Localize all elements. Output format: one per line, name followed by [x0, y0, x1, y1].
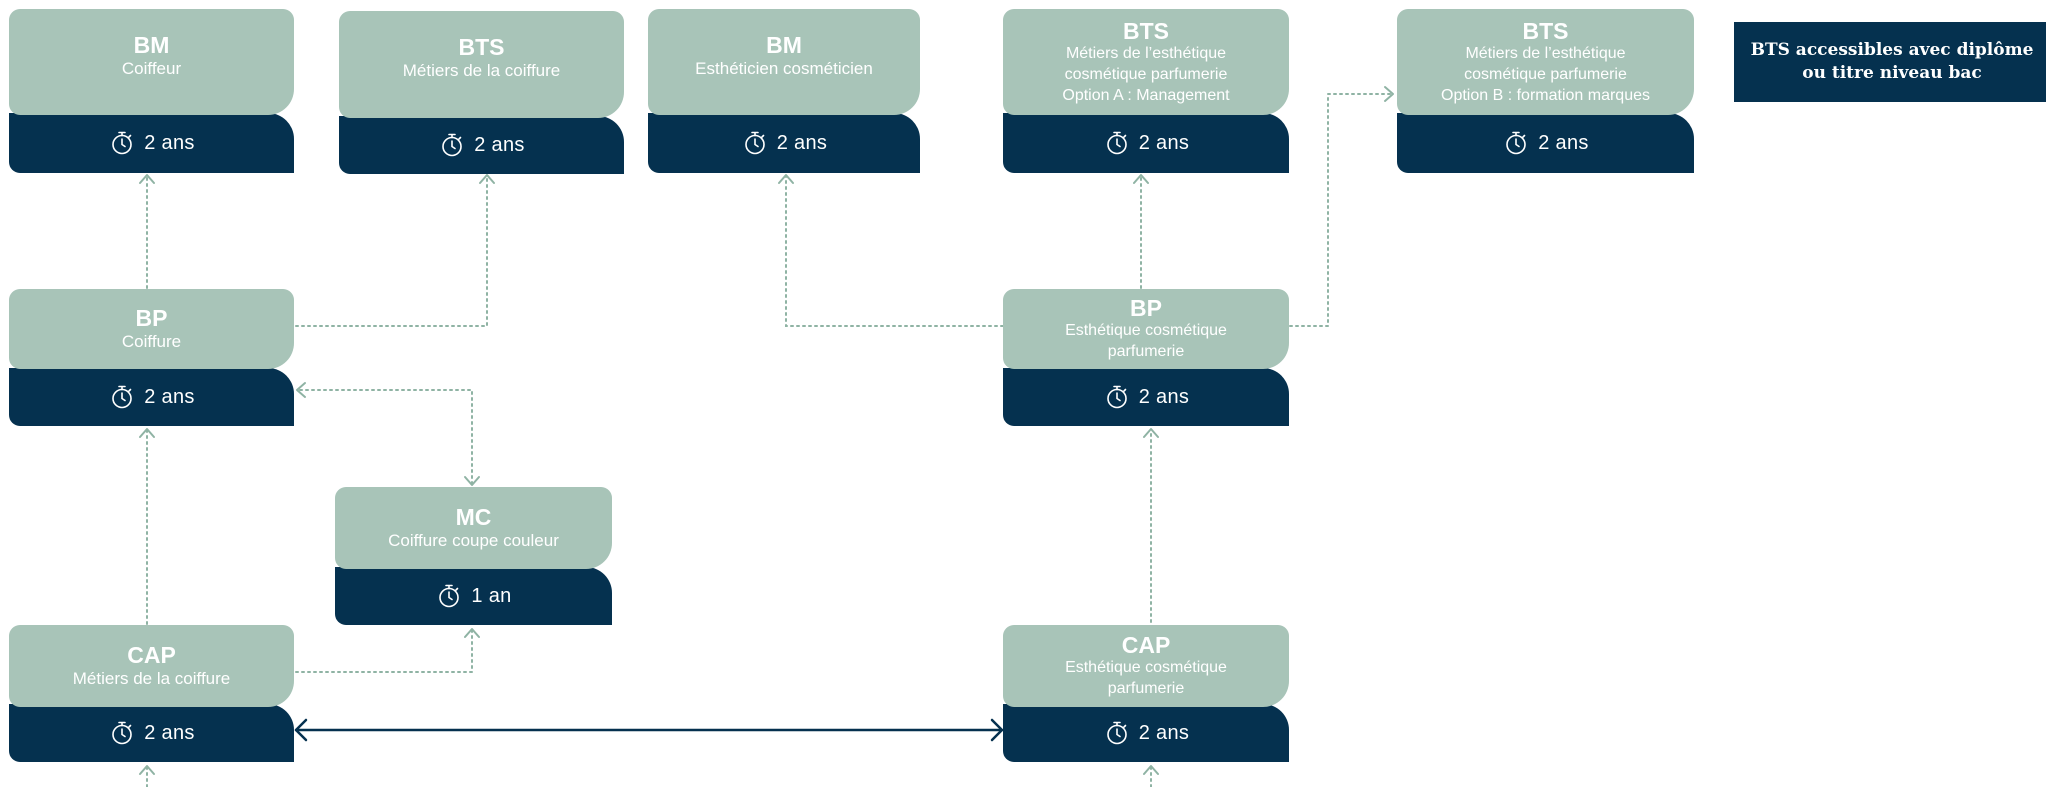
card-title: CAP [127, 641, 176, 668]
card-title: BM [133, 31, 170, 58]
arrowhead-bp-coiffure-left [296, 382, 306, 398]
card-duration: 2 ans [1538, 131, 1589, 154]
card-header: CAP Métiers de la coiffure [9, 625, 294, 707]
card-duration: 2 ans [1138, 131, 1190, 154]
card-cap-coiffure[interactable]: 2 ans CAP Métiers de la coiffure [9, 625, 294, 762]
card-subtitle-line-1: Esthétique cosmétique [1065, 659, 1227, 676]
card-subtitle-line-2: cosmétique parfumerie [1064, 65, 1228, 83]
stopwatch-icon [1106, 131, 1127, 155]
card-duration: 2 ans [1138, 385, 1190, 408]
arrowhead-cap-left-bottom [139, 765, 155, 775]
card-title: BTS [1123, 17, 1169, 44]
card-bts-esthetique-option-a[interactable]: 2 ans BTS Métiers de l’esthétique cosmét… [1003, 9, 1289, 173]
card-title: BP [135, 304, 168, 331]
card-subtitle-line-1: Métiers de l’esthétique [1065, 44, 1227, 62]
card-duration-bar: 2 ans [1003, 704, 1289, 762]
card-header: BP Coiffure [9, 289, 294, 369]
arrowhead-bp-esthetique [1143, 428, 1159, 438]
card-bts-esthetique-option-b[interactable]: 2 ans BTS Métiers de l’esthétique cosmét… [1397, 9, 1694, 173]
card-duration-bar: 2 ans [9, 368, 294, 426]
card-duration-bar: 2 ans [9, 113, 294, 173]
card-title: BM [766, 31, 802, 58]
arrowhead-bm-estheticien [778, 174, 794, 184]
card-duration-bar: 2 ans [9, 704, 294, 762]
card-duration-bar: 2 ans [1003, 368, 1289, 426]
connector-bp-to-bts-coiffure [295, 175, 488, 327]
card-duration: 2 ans [144, 385, 195, 408]
arrowhead-bts-b [1384, 86, 1394, 102]
arrowhead-equivalence-right [990, 718, 1004, 742]
card-subtitle: Métiers de la coiffure [402, 61, 561, 80]
stopwatch-icon [744, 131, 765, 155]
stopwatch-icon [439, 584, 460, 608]
card-duration-bar: 2 ans [1003, 113, 1289, 173]
card-header: BM Coiffeur [9, 9, 294, 115]
stopwatch-icon [1506, 131, 1527, 155]
card-bm-coiffeur[interactable]: 2 ans BM Coiffeur [9, 9, 294, 173]
card-subtitle-line-2: parfumerie [1107, 680, 1185, 697]
card-duration: 1 an [471, 584, 512, 607]
card-title: BP [1130, 295, 1162, 321]
card-duration-bar: 2 ans [339, 116, 624, 174]
card-mc-coiffure[interactable]: 1 an MC Coiffure coupe couleur [335, 487, 612, 625]
card-bm-estheticien[interactable]: 2 ans BM Esthéticien cosméticien [648, 9, 920, 173]
card-header: MC Coiffure coupe couleur [335, 487, 612, 569]
card-cap-esthetique[interactable]: 2 ans CAP Esthétique cosmétique parfumer… [1003, 625, 1289, 762]
arrowhead-bm-coiffeur [139, 174, 155, 184]
card-subtitle: Métiers de la coiffure [72, 668, 231, 688]
card-subtitle-line-1: Métiers de l’esthétique [1465, 44, 1626, 62]
stopwatch-icon [442, 133, 463, 157]
card-duration-bar: 2 ans [1397, 113, 1694, 173]
card-duration: 2 ans [1138, 721, 1190, 744]
legend-line-1: BTS accessibles avec diplôme [1750, 40, 2034, 60]
card-title: MC [455, 503, 492, 530]
arrowhead-bts-a [1133, 174, 1149, 184]
card-duration-bar: 1 an [335, 567, 612, 625]
connector-cap-to-mc [295, 629, 473, 673]
arrowhead-bts-coiffure [479, 174, 495, 184]
card-bp-esthetique[interactable]: 2 ans BP Esthétique cosmétique parfumeri… [1003, 289, 1289, 426]
card-subtitle-line-1: Esthétique cosmétique [1065, 322, 1227, 339]
arrowhead-mc-top [464, 476, 480, 486]
connector-bp-mc [299, 389, 473, 485]
card-duration: 2 ans [144, 131, 195, 154]
connector-bp-esthetique-to-bts-b [1289, 93, 1393, 327]
card-bp-coiffure[interactable]: 2 ans BP Coiffure [9, 289, 294, 426]
card-subtitle: Coiffure [121, 331, 182, 351]
card-subtitle-line-2: parfumerie [1107, 343, 1185, 360]
card-title: BTS [1522, 17, 1569, 44]
card-bts-coiffure[interactable]: 2 ans BTS Métiers de la coiffure [339, 11, 624, 174]
card-subtitle-line-3: Option B : formation marques [1441, 86, 1650, 104]
card-subtitle: Coiffeur [121, 58, 182, 78]
card-subtitle: Esthéticien cosméticien [695, 58, 873, 78]
card-header: CAP Esthétique cosmétique parfumerie [1003, 625, 1289, 707]
stopwatch-icon [112, 131, 133, 155]
arrowhead-bp-coiffure-bottom [139, 428, 155, 438]
card-title: BTS [458, 34, 505, 60]
card-title: CAP [1121, 632, 1171, 658]
stopwatch-icon [112, 385, 133, 409]
stopwatch-icon [112, 721, 133, 745]
arrowhead-cap-right-bottom [1143, 765, 1159, 775]
card-duration: 2 ans [474, 133, 525, 156]
stopwatch-icon [1106, 721, 1127, 745]
card-header: BTS Métiers de la coiffure [339, 11, 624, 118]
card-header: BTS Métiers de l’esthétique cosmétique p… [1397, 9, 1694, 115]
arrowhead-mc-bottom [464, 628, 480, 638]
card-header: BTS Métiers de l’esthétique cosmétique p… [1003, 9, 1289, 115]
legend-line-2: ou titre niveau bac [1802, 63, 1982, 83]
card-header: BP Esthétique cosmétique parfumerie [1003, 289, 1289, 369]
card-subtitle-line-2: cosmétique parfumerie [1464, 65, 1627, 83]
card-header: BM Esthéticien cosméticien [648, 9, 920, 115]
stopwatch-icon [1106, 385, 1127, 409]
card-subtitle-line-3: Option A : Management [1062, 86, 1230, 104]
connector-bp-esthetique-to-bm [785, 175, 1004, 327]
arrowhead-equivalence-left [294, 718, 308, 742]
legend-bts-access: BTS accessibles avec diplôme ou titre ni… [1734, 22, 2046, 102]
card-duration: 2 ans [776, 131, 828, 154]
card-duration-bar: 2 ans [648, 113, 920, 173]
card-duration: 2 ans [144, 721, 195, 744]
card-subtitle: Coiffure coupe couleur [388, 530, 559, 550]
